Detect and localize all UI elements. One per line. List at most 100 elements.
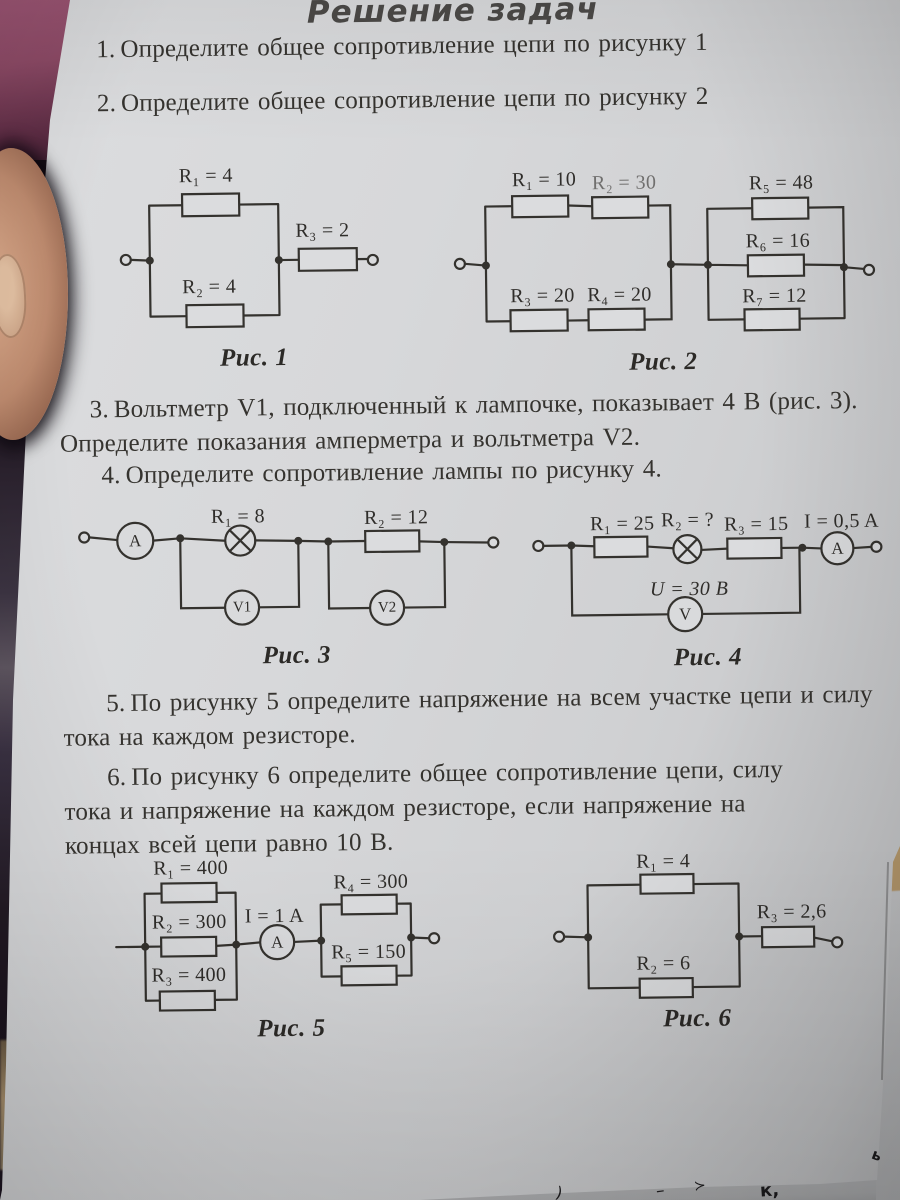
problem-3-line1: Вольтметр V1, подключенный к лампочке, п… (113, 387, 858, 424)
voltmeter-v1-icon (225, 590, 259, 624)
ammeter-label: A (271, 933, 284, 952)
terminal-icon (488, 537, 498, 547)
fig5-circuit-diagram: A (108, 848, 455, 1017)
problem-1-text: Определите общее сопротивление цепи по р… (120, 28, 708, 63)
fig1-r3-label: R₃ = 2 (295, 219, 350, 242)
terminal-icon (554, 932, 564, 942)
fig4-r3-label: R₃ = 15 (723, 512, 789, 536)
fig4-current-label: I = 0,5 A (803, 509, 880, 533)
fig3-r2-label: R₂ = 12 (363, 506, 429, 530)
terminal-icon (368, 255, 378, 265)
problem-2: 2.Определите общее сопротивление цепи по… (97, 83, 709, 118)
problem-4-number: 4. (101, 462, 121, 490)
fig3-resistor-r2 (365, 530, 419, 552)
fig2-resistor-r1 (512, 196, 568, 218)
fig1-resistor-r3 (299, 248, 357, 271)
fig5-resistor-r5 (341, 966, 396, 986)
fig5-resistor-r4 (342, 895, 397, 915)
problem-2-text: Определите общее сопротивление цепи по р… (120, 82, 709, 117)
figure-6: R₁ = 4 R₂ = 6 R₃ = 2,6 Рис. 6 (548, 840, 900, 1044)
problem-5-number: 5. (106, 689, 126, 718)
fig2-r5-label: R₅ = 48 (748, 171, 814, 195)
problem-3-text2: Определите показания амперметра и вольтм… (59, 423, 641, 458)
fig1-r2-label: R₂ = 4 (182, 275, 237, 299)
figure-2: R₁ = 10 R₂ = 30 R₃ = 20 R₄ = 20 R₅ = 48 … (450, 153, 893, 388)
figure-3: A V1 (74, 494, 516, 684)
terminal-icon (864, 265, 874, 275)
fig3-circuit-diagram: A V1 (74, 494, 516, 644)
fig5-r1-label: R₁ = 400 (153, 856, 229, 880)
fig2-resistor-r4 (588, 309, 644, 331)
problem-3-number: 3. (89, 396, 109, 424)
problem-5-line2: тока на каждом резисторе. (63, 721, 355, 753)
fig3-r1-label: R₁ = 8 (210, 505, 266, 528)
fig4-resistor-r1 (594, 537, 647, 558)
fig6-r1-label: R₁ = 4 (636, 850, 691, 873)
fig1-r1-label: R₁ = 4 (178, 164, 233, 188)
terminal-icon (455, 259, 465, 269)
fig5-r4-label: R₄ = 300 (333, 870, 409, 894)
problem-4: 4.Определите сопротивление лампы по рису… (101, 455, 662, 490)
terminal-icon (121, 255, 131, 265)
fig2-caption: Рис. 2 (628, 347, 698, 376)
fig6-resistor-r1 (640, 874, 693, 894)
fig5-current-label: I = 1 A (244, 904, 305, 928)
fig2-r4-label: R₄ = 20 (587, 283, 652, 307)
fig2-resistor-r3 (510, 310, 567, 332)
fig1-circuit-diagram (105, 159, 397, 348)
fig5-resistor-r3 (160, 991, 215, 1011)
fig2-r6-label: R₆ = 16 (745, 229, 811, 253)
fig6-r2-label: R₂ = 6 (636, 952, 691, 975)
fig2-r2-label: R₂ = 30 (591, 171, 657, 195)
fig5-resistor-r1 (161, 883, 216, 903)
problem-5-text2: тока на каждом резисторе. (63, 721, 356, 752)
fig4-resistor-r3 (727, 538, 781, 559)
fig4-r2-label: R₂ = ? (660, 508, 715, 532)
fig4-circuit-diagram: A V (524, 490, 896, 645)
fig6-caption: Рис. 6 (662, 1004, 732, 1033)
terminal-icon (79, 532, 89, 542)
voltmeter-v2-label: V2 (378, 600, 397, 616)
ammeter-label: A (129, 531, 142, 550)
thumbnail (0, 253, 29, 339)
problem-6-text2: тока и напряжение на каждом резисторе, е… (64, 790, 746, 826)
figure-1: R₁ = 4 R₃ = 2 R₂ = 4 Рис. 1 (105, 159, 398, 388)
terminal-icon (871, 542, 881, 552)
fig2-r7-label: R₇ = 12 (742, 284, 807, 308)
ammeter-label: A (831, 539, 844, 558)
problem-3-line2: Определите показания амперметра и вольтм… (60, 424, 640, 459)
fig5-r5-label: R₅ = 150 (331, 940, 407, 964)
voltmeter-label: V (679, 605, 692, 624)
fig6-r3-label: R₃ = 2,6 (756, 900, 827, 924)
fig5-r3-label: R₃ = 400 (151, 963, 227, 987)
voltmeter-v1-label: V1 (233, 599, 252, 615)
fig2-resistor-r2 (592, 197, 648, 219)
fig1-resistor-r2 (186, 305, 243, 328)
fig6-circuit-diagram (548, 840, 900, 1009)
problem-1-number: 1. (96, 36, 116, 64)
terminal-icon (429, 933, 439, 943)
fig1-resistor-r1 (182, 194, 239, 217)
figure-5: A R₁ = 400 R₂ = 300 R₃ = 400 I = 1 A R₄ … (108, 848, 455, 1057)
problem-5-line1: По рисунку 5 определите напряжение на вс… (130, 680, 873, 717)
voltmeter-icon (668, 597, 702, 631)
fig4-caption: Рис. 4 (673, 643, 743, 672)
page-title: Решение задач (306, 0, 599, 31)
terminal-icon (832, 937, 842, 947)
problem-6: 6.По рисунку 6 определите общее сопротив… (107, 756, 783, 792)
fig4-r1-label: R₁ = 25 (589, 512, 655, 536)
voltmeter-v2-icon (370, 591, 404, 625)
problem-6-line1: По рисунку 6 определите общее сопротивле… (131, 755, 784, 791)
fig2-resistor-r7 (744, 309, 799, 331)
handwriting-mark: ≻ (693, 1177, 707, 1195)
fig3-caption: Рис. 3 (262, 641, 332, 670)
fig5-caption: Рис. 5 (257, 1014, 326, 1043)
handwriting-mark: к, (759, 1179, 780, 1200)
problem-2-number: 2. (96, 90, 117, 118)
fig2-r1-label: R₁ = 10 (511, 168, 577, 192)
problem-4-text: Определите сопротивление лампы по рисунк… (125, 455, 663, 489)
terminal-icon (533, 541, 543, 551)
